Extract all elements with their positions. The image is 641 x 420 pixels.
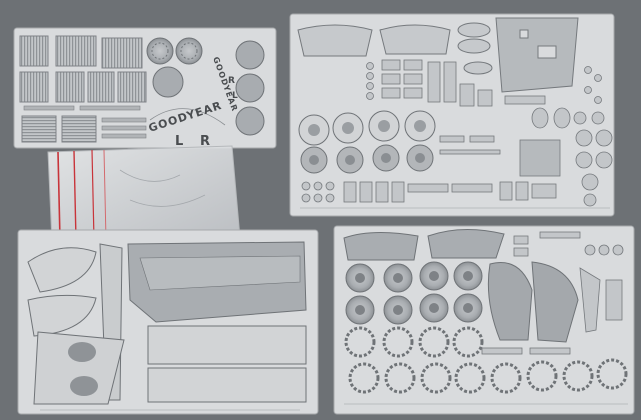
body-panel <box>427 228 505 259</box>
wheel-disc <box>146 37 174 65</box>
wheel-disc <box>235 73 265 103</box>
grille-part <box>19 35 49 67</box>
grille-part <box>55 35 97 67</box>
small-parts-grid <box>381 59 493 107</box>
letter-l-small: L <box>232 91 239 101</box>
side-panel <box>27 247 97 293</box>
sheet-top-left: GOODYEAR L R GOODYEAR R L <box>13 27 277 149</box>
floor-panel <box>495 17 579 93</box>
wheel-disc <box>235 106 265 136</box>
body-panel <box>379 24 451 55</box>
grille-part <box>87 71 115 103</box>
sheet-top-right <box>289 13 615 217</box>
plastic-bag <box>47 145 241 243</box>
letter-r: R <box>200 134 211 149</box>
letter-l: L <box>175 134 184 149</box>
floor-strip <box>147 325 307 365</box>
grille-part <box>19 71 49 103</box>
wheel-disc <box>235 40 265 70</box>
grille-part <box>101 37 143 69</box>
grille-part <box>21 115 57 143</box>
sheet-bottom-left <box>17 229 319 415</box>
body-panel <box>297 24 373 57</box>
grille-part <box>117 71 147 103</box>
floor-strip <box>147 367 307 403</box>
brake-discs <box>344 261 628 394</box>
grille-part <box>61 115 97 143</box>
grille-part <box>55 71 85 103</box>
sheet-bottom-right <box>333 225 635 415</box>
letter-r-small: R <box>228 76 236 86</box>
wheel-disc <box>152 66 184 98</box>
body-panel <box>343 231 419 261</box>
wheel-row <box>298 110 436 174</box>
wheel-disc <box>175 37 203 65</box>
